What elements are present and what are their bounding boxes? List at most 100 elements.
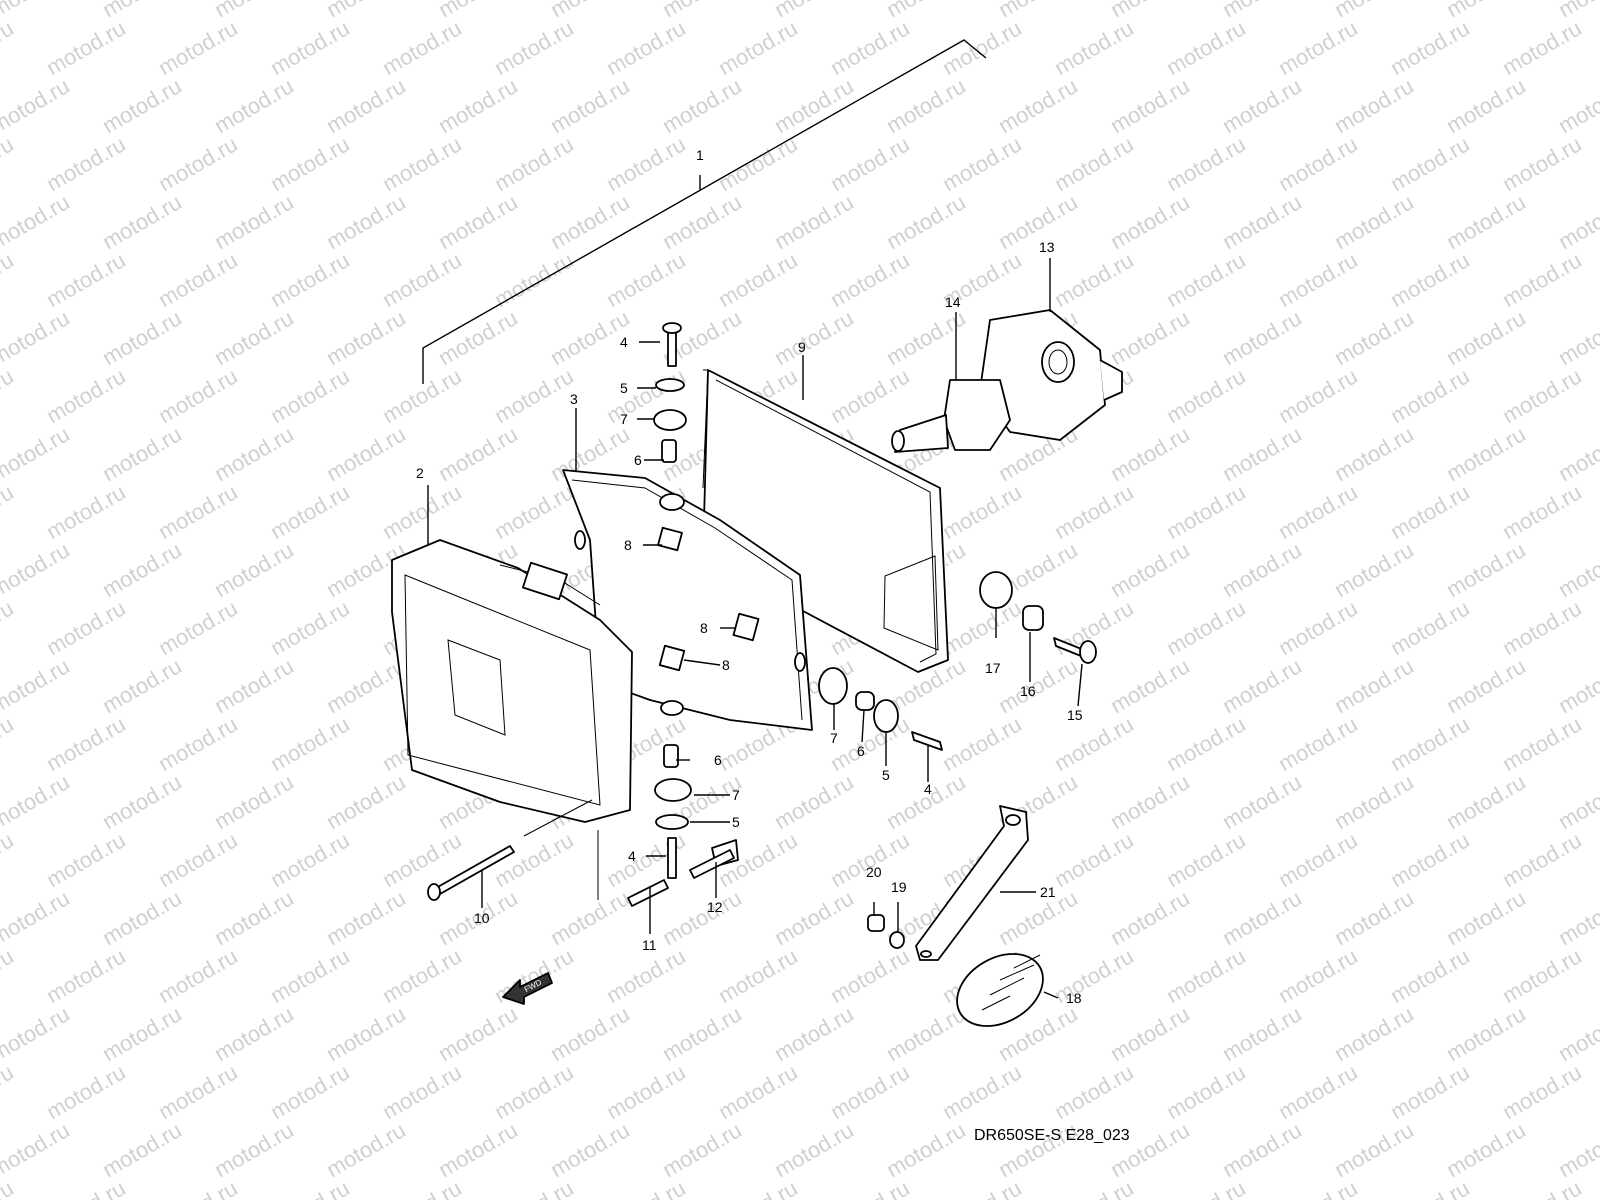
headlight-bulb: [891, 379, 1011, 453]
watermark-text: motod.ru: [266, 1175, 354, 1200]
watermark-text: motod.ru: [434, 73, 522, 138]
callout-20: 20: [866, 864, 882, 880]
watermark-text: motod.ru: [98, 73, 186, 138]
callout-4: 4: [628, 848, 636, 864]
watermark-text: motod.ru: [42, 1059, 130, 1124]
watermark-text: motod.ru: [1498, 711, 1586, 776]
callout-14: 14: [945, 294, 961, 310]
watermark-text: motod.ru: [1442, 189, 1530, 254]
watermark-text: motod.ru: [1330, 1001, 1418, 1066]
watermark-text: motod.ru: [266, 363, 354, 428]
watermark-text: motod.ru: [154, 131, 242, 196]
watermark-text: motod.ru: [1442, 769, 1530, 834]
watermark-text: motod.ru: [1106, 537, 1194, 602]
watermark-text: motod.ru: [322, 305, 410, 370]
watermark-text: motod.ru: [490, 15, 578, 80]
watermark-text: motod.ru: [1162, 595, 1250, 660]
watermark-text: motod.ru: [98, 537, 186, 602]
watermark-text: motod.ru: [882, 769, 970, 834]
watermark-text: motod.ru: [658, 885, 746, 950]
watermark-text: motod.ru: [0, 363, 18, 428]
callout-7: 7: [830, 730, 838, 746]
watermark-text: motod.ru: [770, 1117, 858, 1182]
headlight-lens: [391, 539, 633, 823]
watermark-text: motod.ru: [490, 1059, 578, 1124]
callout-17: 17: [985, 660, 1001, 676]
watermark-text: motod.ru: [1274, 247, 1362, 312]
watermark-text: motod.ru: [938, 479, 1026, 544]
callout-12: 12: [707, 899, 723, 915]
callout-4: 4: [924, 781, 932, 797]
callout-13: 13: [1039, 239, 1055, 255]
watermark-text: motod.ru: [378, 1059, 466, 1124]
watermark-text: motod.ru: [1554, 0, 1600, 22]
watermark-text: motod.ru: [1386, 1175, 1474, 1200]
watermark-text: motod.ru: [1106, 305, 1194, 370]
watermark-text: motod.ru: [1106, 653, 1194, 718]
watermark-text: motod.ru: [1330, 885, 1418, 950]
watermark-text: motod.ru: [938, 1175, 1026, 1200]
watermark-text: motod.ru: [0, 247, 18, 312]
watermark-text: motod.ru: [546, 1001, 634, 1066]
watermark-text: motod.ru: [602, 247, 690, 312]
watermark-text: motod.ru: [1554, 305, 1600, 370]
watermark-text: motod.ru: [1274, 131, 1362, 196]
watermark-text: motod.ru: [210, 1117, 298, 1182]
callout-11: 11: [642, 937, 657, 953]
watermark-text: motod.ru: [1050, 1175, 1138, 1200]
watermark-text: motod.ru: [714, 1059, 802, 1124]
watermark-text: motod.ru: [0, 15, 18, 80]
watermark-text: motod.ru: [1218, 885, 1306, 950]
callout-8: 8: [722, 657, 730, 673]
callout-16: 16: [1020, 683, 1036, 699]
watermark-text: motod.ru: [1218, 769, 1306, 834]
side-mount-hardware: [818, 571, 1097, 751]
watermark-text: motod.ru: [882, 1117, 970, 1182]
watermark-text: motod.ru: [602, 131, 690, 196]
watermark-text: motod.ru: [714, 943, 802, 1008]
watermark-text: motod.ru: [434, 1001, 522, 1066]
watermark-text: motod.ru: [546, 189, 634, 254]
watermark-text: motod.ru: [826, 1059, 914, 1124]
watermark-text: motod.ru: [378, 943, 466, 1008]
watermark-text: motod.ru: [1274, 943, 1362, 1008]
callout-15: 15: [1067, 707, 1083, 723]
watermark-text: motod.ru: [1050, 711, 1138, 776]
watermark-text: motod.ru: [1106, 189, 1194, 254]
watermark-text: motod.ru: [0, 189, 74, 254]
watermark-text: motod.ru: [0, 305, 74, 370]
watermark-text: motod.ru: [1162, 1059, 1250, 1124]
watermark-text: motod.ru: [770, 769, 858, 834]
watermark-text: motod.ru: [322, 769, 410, 834]
watermark-text: motod.ru: [98, 1117, 186, 1182]
watermark-text: motod.ru: [1386, 827, 1474, 892]
watermark-text: motod.ru: [770, 305, 858, 370]
watermark-text: motod.ru: [0, 885, 74, 950]
watermark-text: motod.ru: [210, 537, 298, 602]
watermark-text: motod.ru: [0, 1001, 74, 1066]
callout-8: 8: [700, 620, 708, 636]
watermark-text: motod.ru: [826, 943, 914, 1008]
watermark-text: motod.ru: [1162, 711, 1250, 776]
watermark-text: motod.ru: [266, 247, 354, 312]
watermark-text: motod.ru: [154, 479, 242, 544]
watermark-text: motod.ru: [714, 247, 802, 312]
watermark-text: motod.ru: [490, 479, 578, 544]
watermark-text: motod.ru: [1218, 305, 1306, 370]
cage-nuts: [657, 526, 760, 672]
callout-7: 7: [732, 787, 740, 803]
watermark-text: motod.ru: [602, 1059, 690, 1124]
watermark-text: motod.ru: [1106, 421, 1194, 486]
watermark-text: motod.ru: [1218, 653, 1306, 718]
watermark-text: motod.ru: [1050, 827, 1138, 892]
upper-mount-hardware: [653, 322, 687, 463]
watermark-text: motod.ru: [154, 943, 242, 1008]
watermark-text: motod.ru: [378, 131, 466, 196]
watermark-text: motod.ru: [1554, 1001, 1600, 1066]
watermark-text: motod.ru: [378, 247, 466, 312]
watermark-text: motod.ru: [1386, 1059, 1474, 1124]
watermark-text: motod.ru: [322, 653, 410, 718]
callout-1: 1: [696, 147, 704, 163]
watermark-text: motod.ru: [1386, 247, 1474, 312]
